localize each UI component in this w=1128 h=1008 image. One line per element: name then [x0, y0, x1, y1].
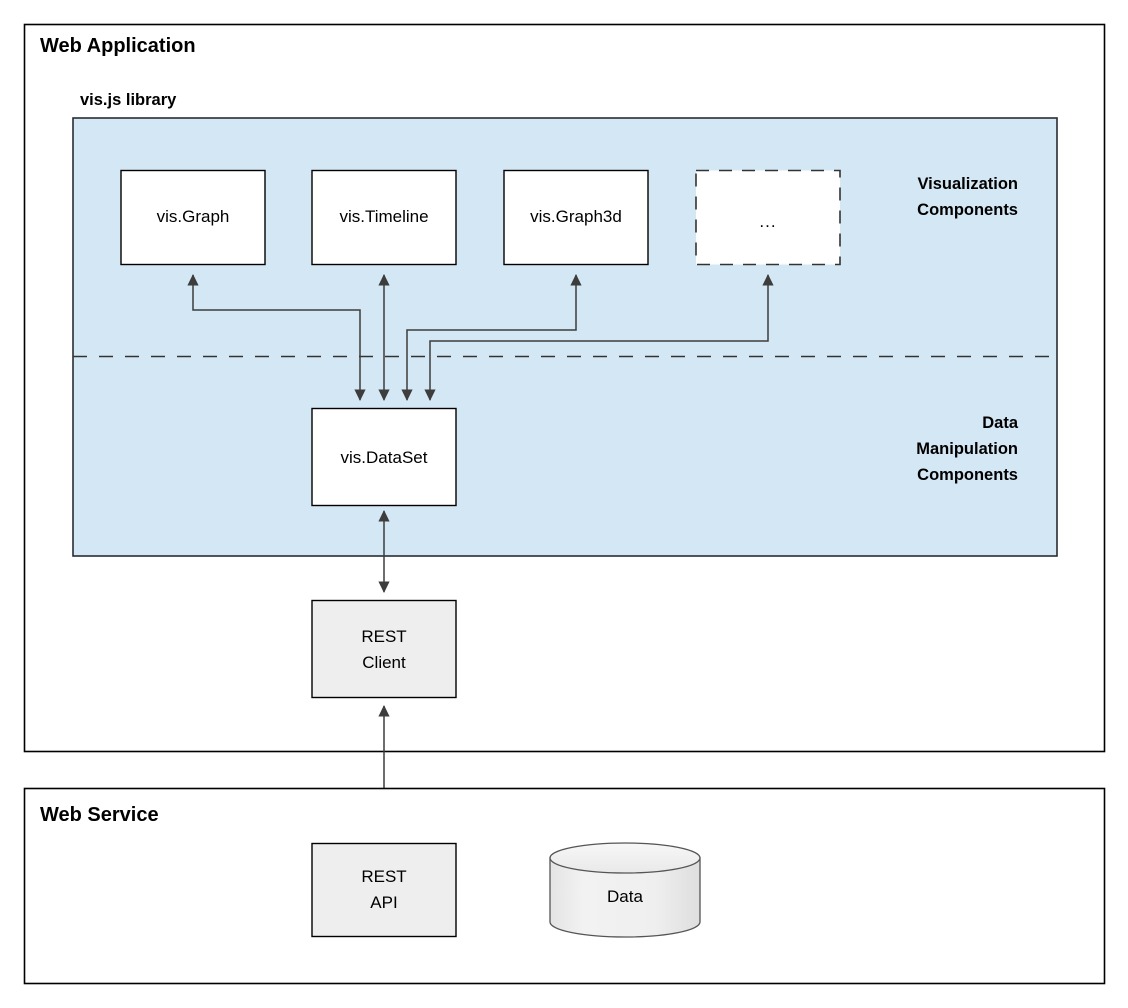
data-cylinder-top [549, 842, 701, 874]
node-vis-timeline[interactable]: vis.Timeline [311, 169, 457, 266]
connector-visgraph-dataset [187, 274, 366, 401]
zone-label-data-manipulation-line1: Data [982, 414, 1019, 432]
zone-label-data-manipulation-line2: Manipulation [916, 440, 1018, 458]
panel-title-web-service: Web Service [40, 804, 159, 826]
node-label-rest-api-line2: API [370, 893, 397, 912]
node-rest-api[interactable]: REST API [311, 842, 457, 938]
node-label-more-components: ... [759, 212, 776, 231]
node-label-vis-graph3d: vis.Graph3d [530, 207, 622, 226]
node-label-vis-dataset: vis.DataSet [341, 448, 428, 467]
node-vis-graph[interactable]: vis.Graph [120, 169, 266, 266]
node-vis-dataset[interactable]: vis.DataSet [311, 407, 457, 507]
connector-more-dataset [424, 274, 774, 401]
data-cylinder-body [549, 857, 701, 938]
zone-label-visualization-line2: Components [917, 201, 1018, 219]
node-rest-client[interactable]: REST Client [311, 599, 457, 699]
node-label-vis-graph: vis.Graph [157, 207, 230, 226]
node-label-vis-timeline: vis.Timeline [339, 207, 428, 226]
node-label-data-store: Data [607, 887, 643, 906]
node-label-rest-api-line1: REST [361, 867, 406, 886]
zone-label-visualization-line1: Visualization [917, 175, 1018, 193]
zone-label-data-manipulation-line3: Components [917, 466, 1018, 484]
section-title-visjs-library: vis.js library [80, 91, 177, 109]
node-more-components[interactable]: ... [695, 169, 841, 266]
node-label-rest-client-line2: Client [362, 653, 406, 672]
node-label-rest-client-line1: REST [361, 627, 406, 646]
panel-title-web-application: Web Application [40, 35, 196, 57]
node-data-store[interactable]: Data [549, 842, 701, 938]
node-vis-graph3d[interactable]: vis.Graph3d [503, 169, 649, 266]
